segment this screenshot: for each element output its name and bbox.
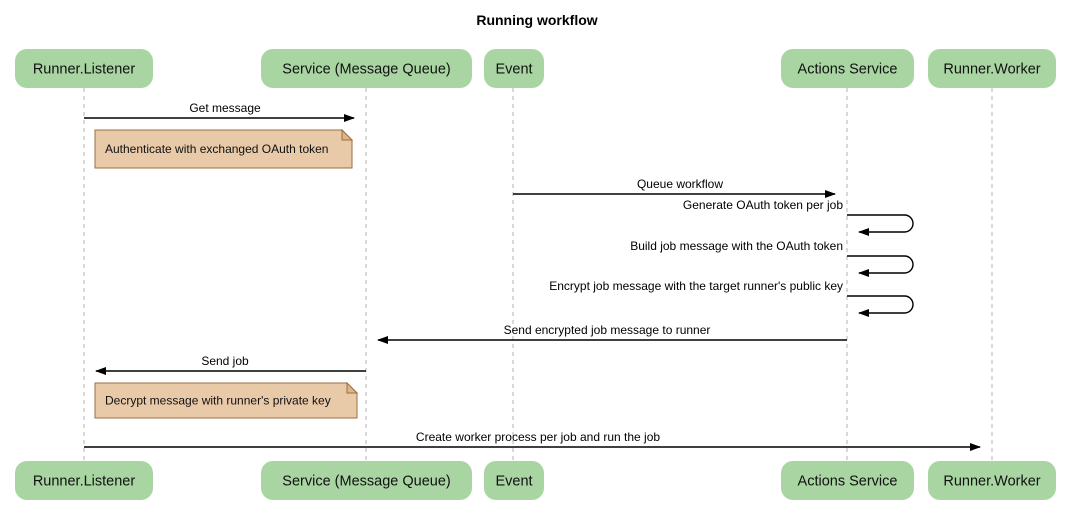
- participant-label: Runner.Worker: [943, 473, 1040, 489]
- participant-box: [928, 461, 1056, 500]
- participant-label: Event: [495, 473, 532, 489]
- note-decrypt-note: Decrypt message with runner's private ke…: [94, 381, 359, 419]
- note-label: Decrypt message with runner's private ke…: [105, 394, 331, 408]
- participant-service-message-queue-footer[interactable]: Service (Message Queue): [261, 461, 472, 500]
- participant-runner-worker-header[interactable]: Runner.Worker: [928, 49, 1056, 88]
- self-loop-path: [847, 255, 914, 277]
- self-loop-path: [847, 214, 914, 236]
- participant-label: Service (Message Queue): [282, 473, 450, 489]
- message-get-message[interactable]: Get message: [84, 101, 355, 122]
- message-label: Create worker process per job and run th…: [416, 430, 660, 444]
- message-queue-workflow[interactable]: Queue workflow: [513, 177, 836, 198]
- message-label: Queue workflow: [637, 177, 723, 191]
- message-encrypt-job-message[interactable]: Encrypt job message with the target runn…: [549, 279, 914, 317]
- participant-box: [781, 461, 914, 500]
- message-create-worker-process[interactable]: Create worker process per job and run th…: [84, 430, 981, 451]
- participant-box: [928, 49, 1056, 88]
- self-loop-path: [847, 295, 914, 317]
- participant-label: Service (Message Queue): [282, 61, 450, 77]
- message-label: Build job message with the OAuth token: [630, 239, 843, 253]
- participant-actions-service-footer[interactable]: Actions Service: [781, 461, 914, 500]
- participant-actions-service-header[interactable]: Actions Service: [781, 49, 914, 88]
- participant-box: [484, 49, 544, 88]
- note-fold-corner-icon: [341, 128, 354, 141]
- participant-event-footer[interactable]: Event: [484, 461, 544, 500]
- note-label: Authenticate with exchanged OAuth token: [105, 142, 328, 156]
- note-authenticate-note: Authenticate with exchanged OAuth token: [94, 128, 354, 169]
- footer-participants-layer: Runner.Listener Service (Message Queue) Ev…: [15, 461, 1056, 500]
- participant-label: Runner.Worker: [943, 61, 1040, 77]
- message-label: Generate OAuth token per job: [683, 198, 843, 212]
- participant-box: [15, 461, 153, 500]
- participant-event-header[interactable]: Event: [484, 49, 544, 88]
- participant-label: Actions Service: [798, 473, 898, 489]
- message-label: Send job: [201, 354, 249, 368]
- note-body: [94, 129, 353, 169]
- participant-label: Runner.Listener: [33, 61, 136, 77]
- message-send-encrypted-job-message[interactable]: Send encrypted job message to runner: [377, 323, 847, 344]
- participant-box: [15, 49, 153, 88]
- message-send-job[interactable]: Send job: [95, 354, 366, 375]
- participant-label: Actions Service: [798, 61, 898, 77]
- participant-box: [484, 461, 544, 500]
- note-body: [94, 382, 358, 419]
- page-title: Running workflow: [476, 12, 597, 28]
- participant-box: [781, 49, 914, 88]
- participant-box: [261, 461, 472, 500]
- participant-service-message-queue-header[interactable]: Service (Message Queue): [261, 49, 472, 88]
- note-fold-corner-icon: [346, 381, 359, 394]
- header-participants-layer: Runner.Listener Service (Message Queue) Ev…: [15, 49, 1056, 88]
- participant-runner-listener-footer[interactable]: Runner.Listener: [15, 461, 153, 500]
- participant-label: Runner.Listener: [33, 473, 136, 489]
- participant-box: [261, 49, 472, 88]
- message-generate-oauth-token[interactable]: Generate OAuth token per job: [683, 198, 914, 236]
- message-label: Send encrypted job message to runner: [504, 323, 711, 337]
- participant-label: Event: [495, 61, 532, 77]
- message-label: Encrypt job message with the target runn…: [549, 279, 843, 293]
- message-build-job-message[interactable]: Build job message with the OAuth token: [630, 239, 914, 277]
- participant-runner-listener-header[interactable]: Runner.Listener: [15, 49, 153, 88]
- message-label: Get message: [189, 101, 261, 115]
- lifelines-layer: [83, 88, 993, 461]
- participant-runner-worker-footer[interactable]: Runner.Worker: [928, 461, 1056, 500]
- notes-layer: Authenticate with exchanged OAuth tokenD…: [94, 128, 359, 419]
